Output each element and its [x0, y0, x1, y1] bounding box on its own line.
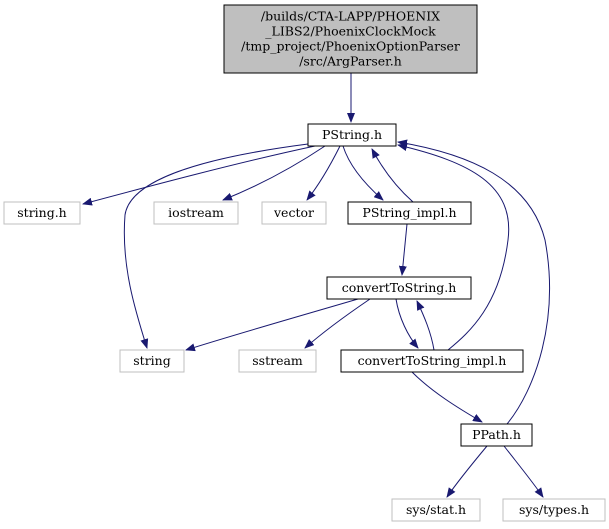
edge-convertimpl-to-pstring	[397, 143, 510, 351]
node-label: vector	[273, 205, 314, 220]
node-sysstat: sys/stat.h	[391, 498, 481, 522]
node-root[interactable]: /builds/CTA-LAPP/PHOENIX_LIBS2/PhoenixCl…	[223, 4, 478, 74]
edge-pstringimpl-to-pstring	[371, 148, 414, 203]
node-box	[391, 498, 481, 522]
node-label: sys/stat.h	[406, 502, 466, 517]
node-box	[347, 201, 472, 225]
node-vector: vector	[261, 201, 327, 225]
edge-pstring-to-stringh	[82, 145, 316, 206]
node-box	[153, 201, 239, 225]
node-stringh: string.h	[3, 201, 81, 225]
node-box	[119, 349, 185, 373]
node-pstring[interactable]: PString.h	[307, 123, 397, 147]
node-systypes: sys/types.h	[502, 498, 606, 522]
node-label: _LIBS2/PhoenixClockMock	[265, 24, 436, 39]
node-box	[326, 276, 472, 300]
node-label: sys/types.h	[519, 502, 589, 517]
edge-pstringimpl-to-convert	[398, 223, 408, 276]
node-box	[223, 4, 478, 74]
edge-convert-to-convertimpl	[395, 298, 419, 349]
nodes-layer: /builds/CTA-LAPP/PHOENIX_LIBS2/PhoenixCl…	[3, 4, 606, 522]
node-box	[460, 423, 533, 447]
node-label: PString_impl.h	[362, 205, 456, 220]
node-convertimpl[interactable]: convertToString_impl.h	[340, 349, 524, 373]
node-box	[3, 201, 81, 225]
node-box	[340, 349, 524, 373]
edge-convert-to-sstream	[304, 298, 371, 349]
edge-pstring-to-pstringimpl	[342, 145, 384, 201]
node-label: string	[133, 353, 170, 368]
edge-ppath-to-sysstat	[446, 445, 488, 498]
node-ppath[interactable]: PPath.h	[460, 423, 533, 447]
node-box	[238, 349, 317, 373]
node-label: PString.h	[322, 127, 382, 142]
node-box	[307, 123, 397, 147]
edge-pstring-to-string	[123, 143, 309, 349]
node-label: sstream	[252, 353, 303, 368]
node-label: string.h	[17, 205, 67, 220]
edges-layer	[82, 73, 550, 498]
node-iostream: iostream	[153, 201, 239, 225]
node-label: convertToString.h	[342, 280, 457, 295]
node-label: /tmp_project/PhoenixOptionParser	[241, 39, 460, 54]
edge-convertimpl-to-convert	[416, 300, 435, 351]
edge-pstring-to-vector	[306, 145, 341, 201]
node-string: string	[119, 349, 185, 373]
node-convert[interactable]: convertToString.h	[326, 276, 472, 300]
node-label: convertToString_impl.h	[358, 353, 507, 368]
edge-ppath-to-pstring	[397, 139, 550, 425]
node-box	[502, 498, 606, 522]
node-sstream: sstream	[238, 349, 317, 373]
node-pstringimpl[interactable]: PString_impl.h	[347, 201, 472, 225]
node-label: /src/ArgParser.h	[299, 54, 402, 69]
node-label: iostream	[168, 205, 224, 220]
edge-pstring-to-iostream	[222, 145, 326, 201]
edge-convert-to-string	[185, 298, 359, 352]
edge-ppath-to-systypes	[503, 445, 544, 498]
node-box	[261, 201, 327, 225]
node-label: /builds/CTA-LAPP/PHOENIX	[261, 9, 440, 24]
edge-convertimpl-to-ppath	[411, 371, 483, 423]
node-label: PPath.h	[472, 427, 521, 442]
